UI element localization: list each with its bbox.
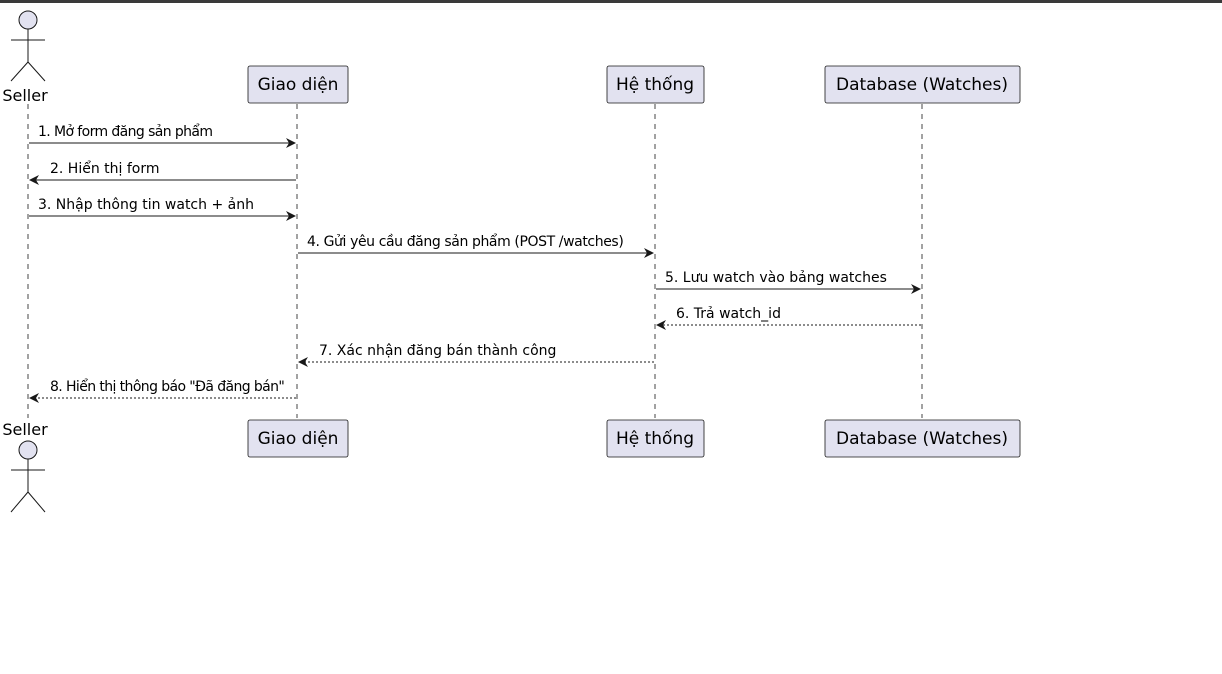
message-label: 2. Hiển thị form: [50, 160, 160, 177]
participant-label: Hệ thống: [616, 74, 694, 95]
participant-label: Hệ thống: [616, 428, 694, 449]
message-4: 4. Gửi yêu cầu đăng sản phẩm (POST /watc…: [298, 233, 654, 258]
participant-db-bottom: Database (Watches): [824, 419, 1021, 458]
participant-label: Giao diện: [258, 75, 339, 95]
participant-system-bottom: Hệ thống: [606, 419, 705, 458]
window-top-border: [0, 0, 1222, 3]
message-5: 5. Lưu watch vào bảng watches: [656, 270, 921, 294]
message-1: 1. Mở form đăng sản phẩm: [29, 123, 296, 148]
message-label: 4. Gửi yêu cầu đăng sản phẩm (POST /watc…: [307, 233, 623, 250]
actor-figure-icon: [10, 10, 46, 82]
message-label: 3. Nhập thông tin watch + ảnh: [38, 197, 254, 213]
message-2: 2. Hiển thị form: [29, 160, 296, 185]
participant-db-top: Database (Watches): [824, 65, 1021, 104]
message-label: 8. Hiển thị thông báo "Đã đăng bán": [50, 378, 284, 395]
message-label: 7. Xác nhận đăng bán thành công: [319, 343, 556, 359]
actor-seller-top: Seller: [2, 10, 48, 105]
actor-seller-bottom: Seller: [2, 420, 48, 513]
participant-label: Database (Watches): [836, 429, 1008, 449]
actor-label: Seller: [2, 420, 48, 439]
message-8: 8. Hiển thị thông báo "Đã đăng bán": [29, 378, 296, 403]
participant-label: Database (Watches): [836, 75, 1008, 95]
message-label: 6. Trả watch_id: [676, 306, 781, 322]
participant-ui-top: Giao diện: [247, 65, 349, 104]
participant-system-top: Hệ thống: [606, 65, 705, 104]
actor-label: Seller: [2, 86, 48, 105]
actor-figure-icon: [10, 440, 46, 513]
message-7: 7. Xác nhận đăng bán thành công: [298, 343, 654, 367]
participant-label: Giao diện: [258, 429, 339, 449]
message-label: 1. Mở form đăng sản phẩm: [38, 123, 212, 140]
message-6: 6. Trả watch_id: [656, 306, 921, 330]
message-3: 3. Nhập thông tin watch + ảnh: [29, 197, 296, 221]
message-label: 5. Lưu watch vào bảng watches: [665, 270, 887, 286]
participant-ui-bottom: Giao diện: [247, 419, 349, 458]
